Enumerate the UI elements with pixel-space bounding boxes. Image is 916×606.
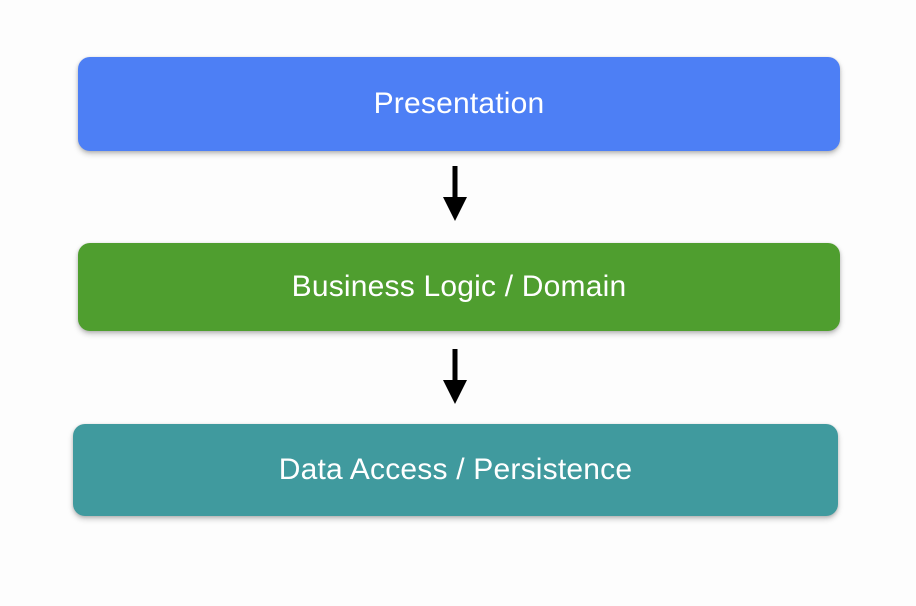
arrow-head-2 [443,380,467,404]
layer-label-data-access: Data Access / Persistence [278,453,633,486]
layer-box-business-logic[interactable]: Business Logic / Domain [78,243,840,331]
layer-box-data-access[interactable]: Data Access / Persistence [73,424,838,516]
layer-label-presentation: Presentation [373,87,545,120]
layer-label-business-logic: Business Logic / Domain [291,270,627,303]
arrow-head-1 [443,197,467,221]
layer-box-presentation[interactable]: Presentation [78,57,840,151]
